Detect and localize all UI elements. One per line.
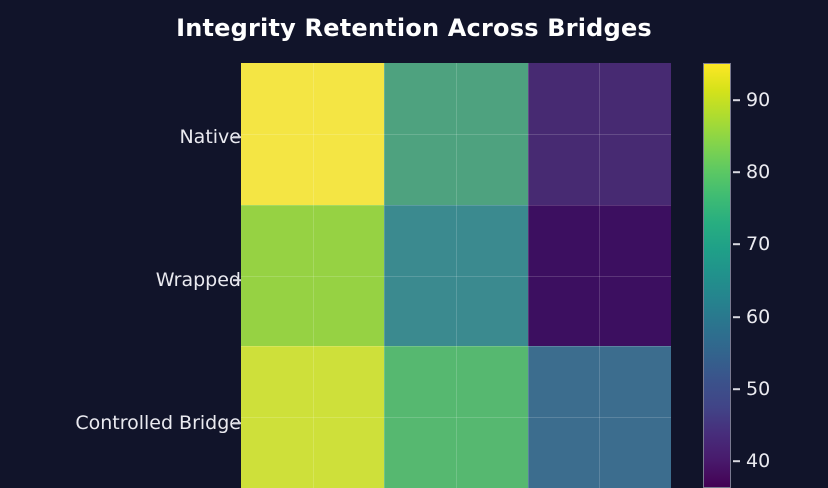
colorbar-tick-label: 80: [746, 161, 771, 183]
y-axis-tick-label: Controlled Bridge: [75, 412, 241, 434]
colorbar-tick-label: 70: [746, 233, 771, 255]
colorbar-gradient: [704, 64, 730, 487]
heatmap-cell-native-3: [527, 63, 671, 205]
heatmap-plot-area: [241, 63, 671, 488]
colorbar-tick-mark: [733, 316, 740, 318]
heatmap-cell-native-1: [241, 63, 385, 205]
heatmap-cell-controlled-bridge-2: [384, 346, 528, 488]
colorbar-tick-label: 90: [746, 89, 771, 111]
colorbar-tick-mark: [733, 243, 740, 245]
colorbar-tick-mark: [733, 171, 740, 173]
colorbar-tick-label: 60: [746, 306, 771, 328]
colorbar-tick-mark: [733, 460, 740, 462]
y-axis-tick-mark: [233, 279, 241, 281]
colorbar: [703, 63, 731, 488]
y-axis-tick-label: Native: [179, 126, 241, 148]
colorbar-tick-mark: [733, 388, 740, 390]
heatmap-cell-controlled-bridge-3: [527, 346, 671, 488]
colorbar-tick-label: 50: [746, 378, 771, 400]
y-axis-tick-mark: [233, 136, 241, 138]
heatmap-cell-native-2: [384, 63, 528, 205]
colorbar-tick-label: 40: [746, 450, 771, 472]
heatmap-cell-controlled-bridge-1: [241, 346, 385, 488]
heatmap-cell-grid: [241, 63, 671, 488]
y-axis-tick-mark: [233, 422, 241, 424]
heatmap-cell-wrapped-2: [384, 204, 528, 347]
heatmap-cell-wrapped-3: [527, 204, 671, 347]
heatmap-cell-wrapped-1: [241, 204, 385, 347]
colorbar-tick-mark: [733, 99, 740, 101]
page-title: Integrity Retention Across Bridges: [176, 14, 652, 42]
y-axis-tick-label: Wrapped: [155, 269, 241, 291]
